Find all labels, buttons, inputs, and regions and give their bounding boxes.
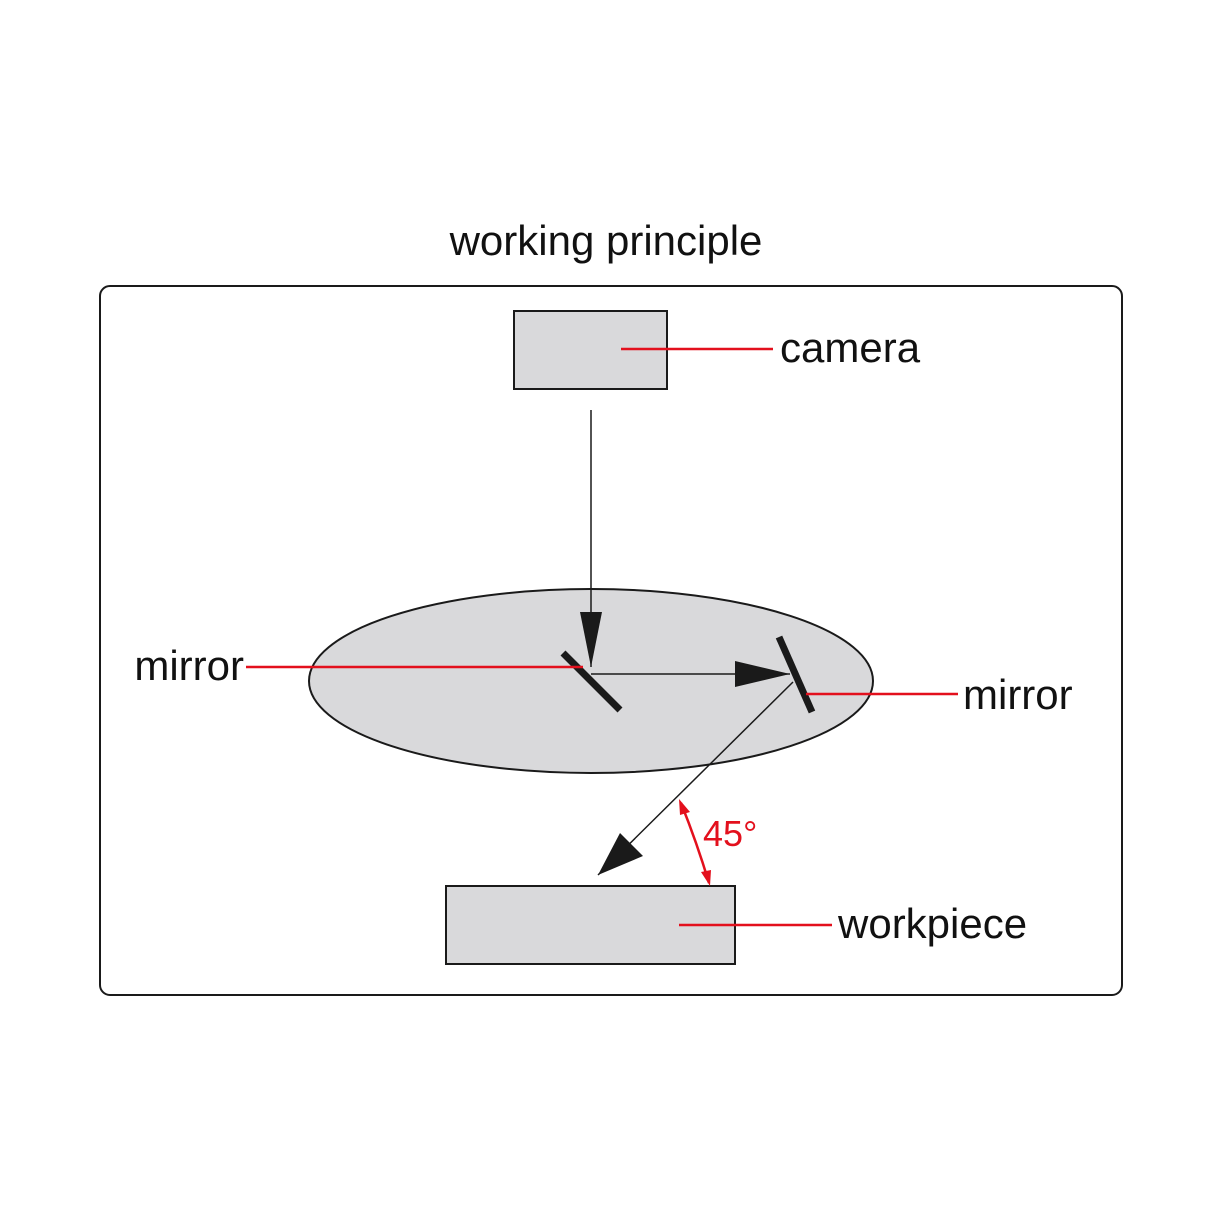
workpiece-label: workpiece (837, 900, 1027, 947)
mirror-left-label: mirror (134, 642, 244, 689)
camera-label: camera (780, 324, 921, 371)
beam-mirror-to-workpiece (597, 681, 794, 876)
angle-label: 45° (703, 813, 757, 854)
diagram-frame (99, 285, 1123, 996)
diagram-title: working principle (449, 217, 763, 264)
angle-arc-arrowhead-top (679, 799, 690, 815)
mirror-right-label: mirror (963, 671, 1073, 718)
angle-arc-arrowhead-bottom (701, 870, 711, 886)
mirror-left (560, 650, 623, 713)
beam-arrowhead-diagonal (598, 833, 643, 875)
mirror-right (775, 635, 816, 714)
beam-arrowhead-right (735, 661, 790, 687)
beam-arrowhead-down (580, 612, 602, 667)
